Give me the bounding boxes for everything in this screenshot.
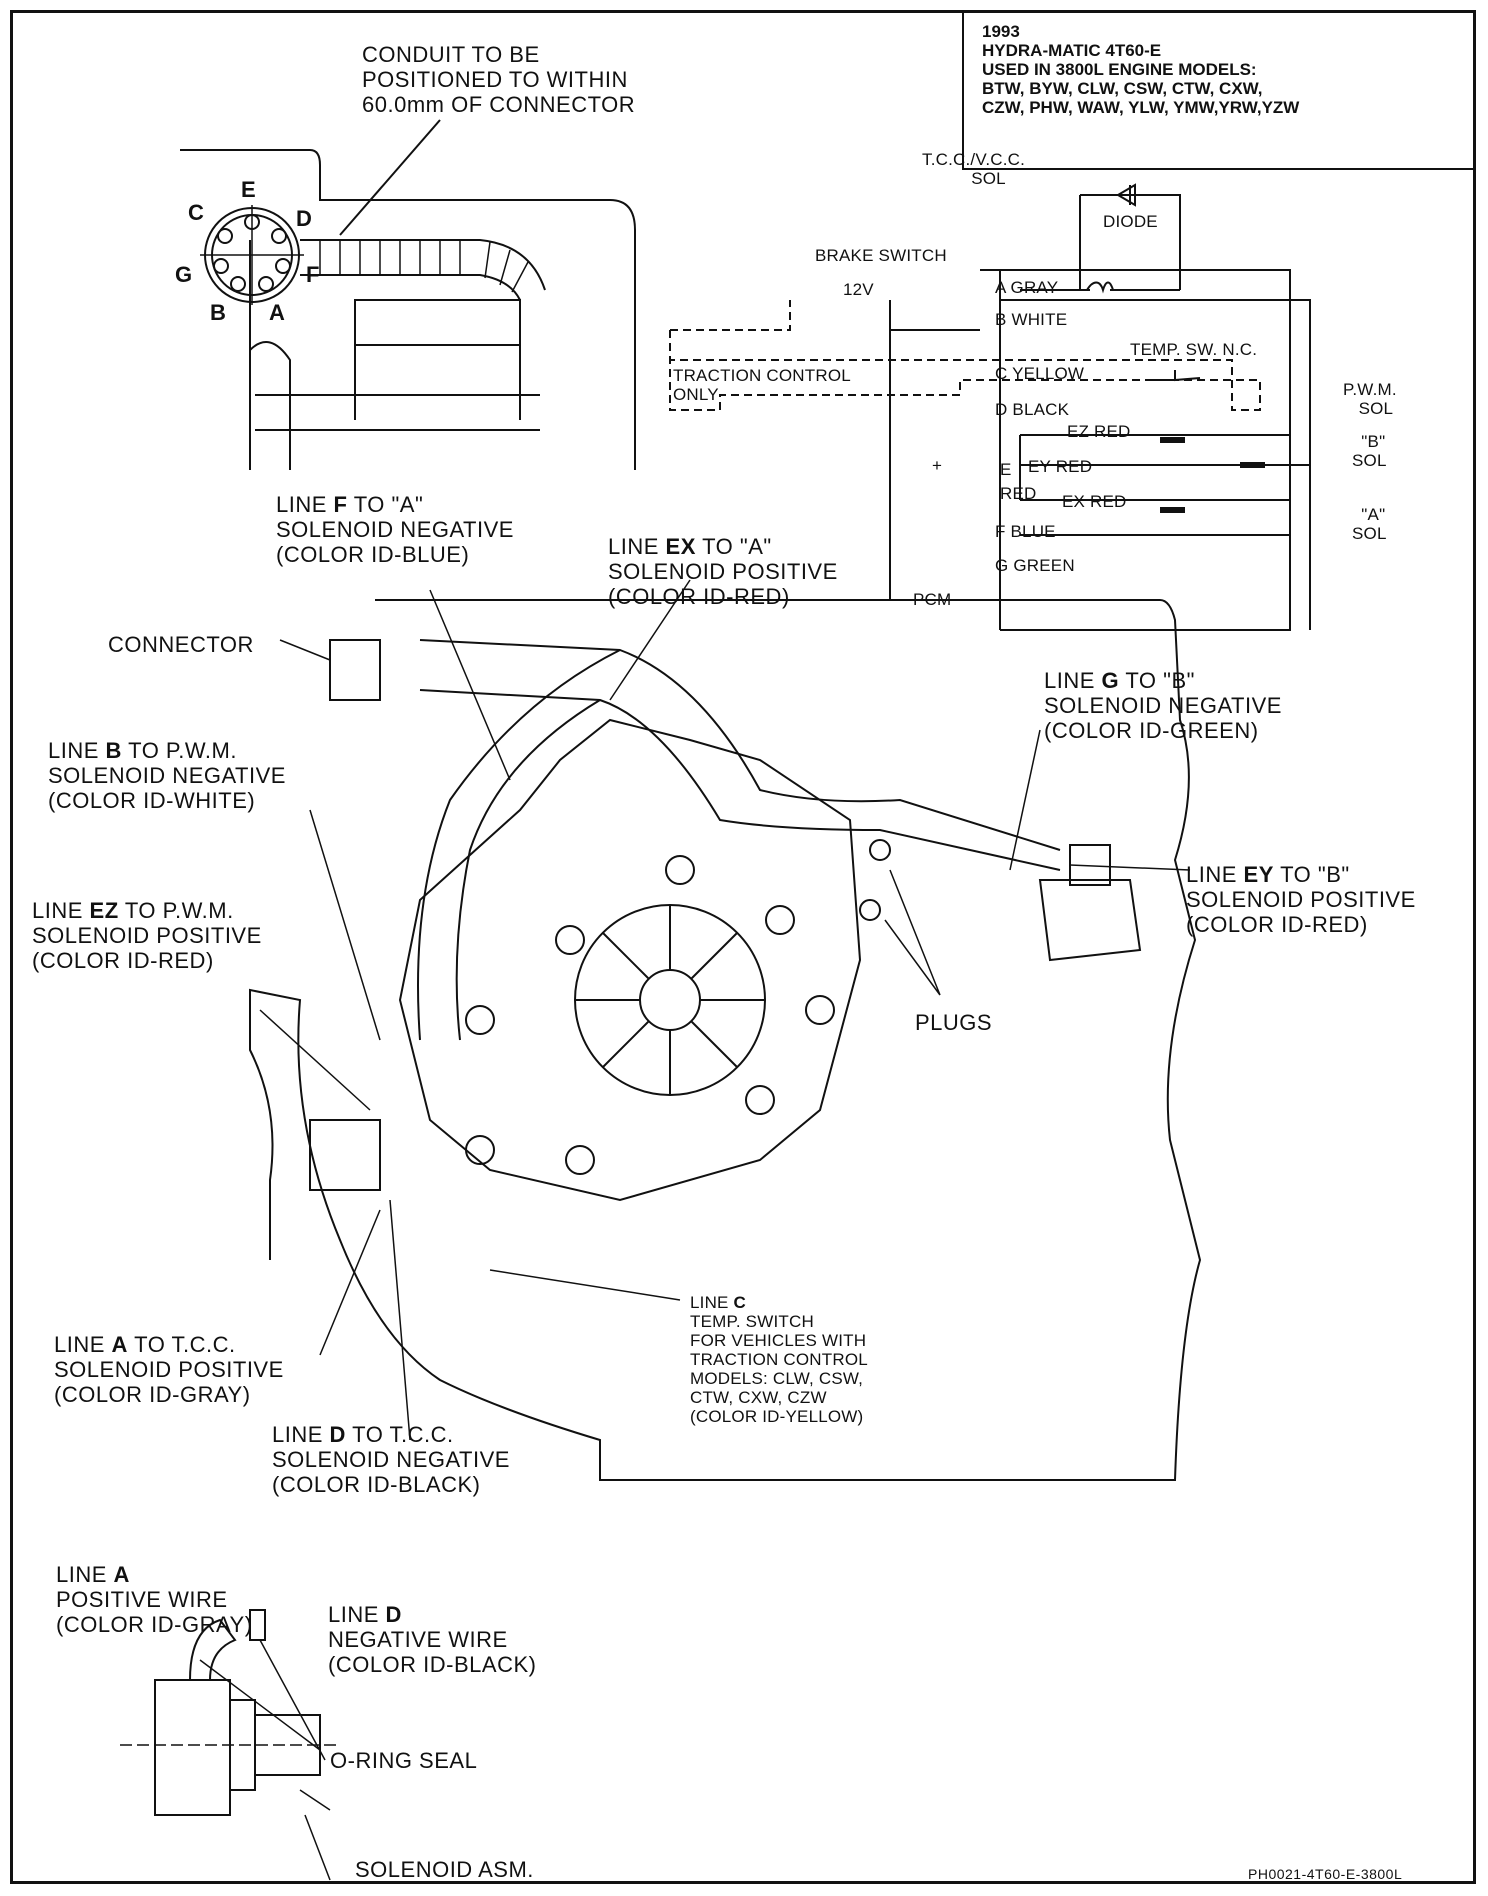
tcc-solenoid-icon [309, 1119, 381, 1191]
pcm-plus-label: + [932, 456, 943, 475]
conduit-note: CONDUIT TO BE POSITIONED TO WITHIN 60.0m… [362, 42, 636, 117]
voltage-label: 12V [843, 280, 874, 299]
solenoid-asm-label: SOLENOID ASM. [355, 1857, 534, 1882]
pin-ez-red-label: EZ RED [1067, 422, 1131, 441]
detail-line-d: LINE D NEGATIVE WIRE (COLOR ID-BLACK) [328, 1602, 537, 1677]
engine-models-line1: BTW, BYW, CLW, CSW, CTW, CXW, [982, 79, 1263, 98]
detail-line-a: LINE A POSITIVE WIRE (COLOR ID-GRAY) [56, 1562, 253, 1637]
pin-label-b: B [210, 300, 227, 325]
callout-line-ex: LINE EX TO "A" SOLENOID POSITIVE (COLOR … [608, 534, 838, 609]
engine-models-line2: CZW, PHW, WAW, YLW, YMW,YRW,YZW [982, 98, 1300, 117]
callout-line-ez: LINE EZ TO P.W.M. SOLENOID POSITIVE (COL… [32, 898, 262, 973]
pin-b-white-label: B WHITE [995, 310, 1068, 329]
temp-switch-label: TEMP. SW. N.C. [1130, 340, 1258, 359]
a-sol-label: "A" SOL [1352, 505, 1387, 543]
pcm-label: PCM [913, 590, 952, 609]
pin-ey-red-label: EY RED [1028, 457, 1093, 476]
model-info-box: 1993 HYDRA-MATIC 4T60-E USED IN 3800L EN… [962, 10, 1476, 170]
pin-label-c: C [188, 200, 205, 225]
pin-label-a: A [269, 300, 286, 325]
pin-c-yellow-label: C YELLOW [995, 364, 1085, 383]
traction-control-label: TRACTION CONTROL ONLY [673, 366, 851, 404]
page-border [10, 10, 1476, 1884]
figure-code: PH0021-4T60-E-3800L [1248, 1866, 1403, 1882]
pin-g-green-label: G GREEN [995, 556, 1075, 575]
pwm-sol-label: P.W.M. SOL [1343, 380, 1397, 418]
detail-solenoid-icon [120, 1609, 340, 1881]
diode-label: DIODE [1103, 212, 1158, 231]
valve-body [398, 718, 862, 1202]
callout-line-c: LINE C TEMP. SWITCH FOR VEHICLES WITH TR… [690, 1293, 868, 1426]
transmission-name: HYDRA-MATIC 4T60-E [982, 41, 1162, 60]
pin-a-gray-label: A GRAY [995, 278, 1059, 297]
housing-outline-top [180, 149, 636, 470]
callout-line-b: LINE B TO P.W.M. SOLENOID NEGATIVE (COLO… [48, 738, 286, 813]
o-ring-seal-label: O-RING SEAL [330, 1748, 478, 1773]
pin-label-d: D [296, 206, 313, 231]
b-solenoid-icon [1038, 844, 1142, 962]
connector-label: CONNECTOR [108, 632, 254, 657]
pin-label-g: G [175, 262, 193, 287]
pin-f-blue-label: F BLUE [995, 522, 1056, 541]
pin-e-label: E [1000, 460, 1012, 479]
main-harness [419, 639, 1061, 871]
callout-line-f: LINE F TO "A" SOLENOID NEGATIVE (COLOR I… [276, 492, 514, 567]
tcc-vcc-sol-label: T.C.C./V.C.C. SOL [922, 150, 1026, 188]
plugs-label: PLUGS [915, 1010, 993, 1035]
pin-d-black-label: D BLACK [995, 400, 1070, 419]
connector-face-icon [200, 205, 304, 305]
pin-label-e: E [241, 177, 257, 202]
pin-ex-red-label: EX RED [1062, 492, 1127, 511]
main-housing [249, 599, 1202, 1481]
pin-label-f: F [306, 262, 320, 287]
callout-line-d: LINE D TO T.C.C. SOLENOID NEGATIVE (COLO… [272, 1422, 510, 1497]
model-year: 1993 [982, 22, 1020, 41]
callout-line-g: LINE G TO "B" SOLENOID NEGATIVE (COLOR I… [1044, 668, 1282, 743]
b-sol-label: "B" SOL [1352, 432, 1387, 470]
pin-e-red-label: RED [1000, 484, 1037, 503]
brake-switch-label: BRAKE SWITCH [815, 246, 947, 265]
callout-line-ey: LINE EY TO "B" SOLENOID POSITIVE (COLOR … [1186, 862, 1416, 937]
engine-models-heading: USED IN 3800L ENGINE MODELS: [982, 60, 1257, 79]
conduit-top [300, 239, 546, 301]
callout-line-a: LINE A TO T.C.C. SOLENOID POSITIVE (COLO… [54, 1332, 284, 1407]
